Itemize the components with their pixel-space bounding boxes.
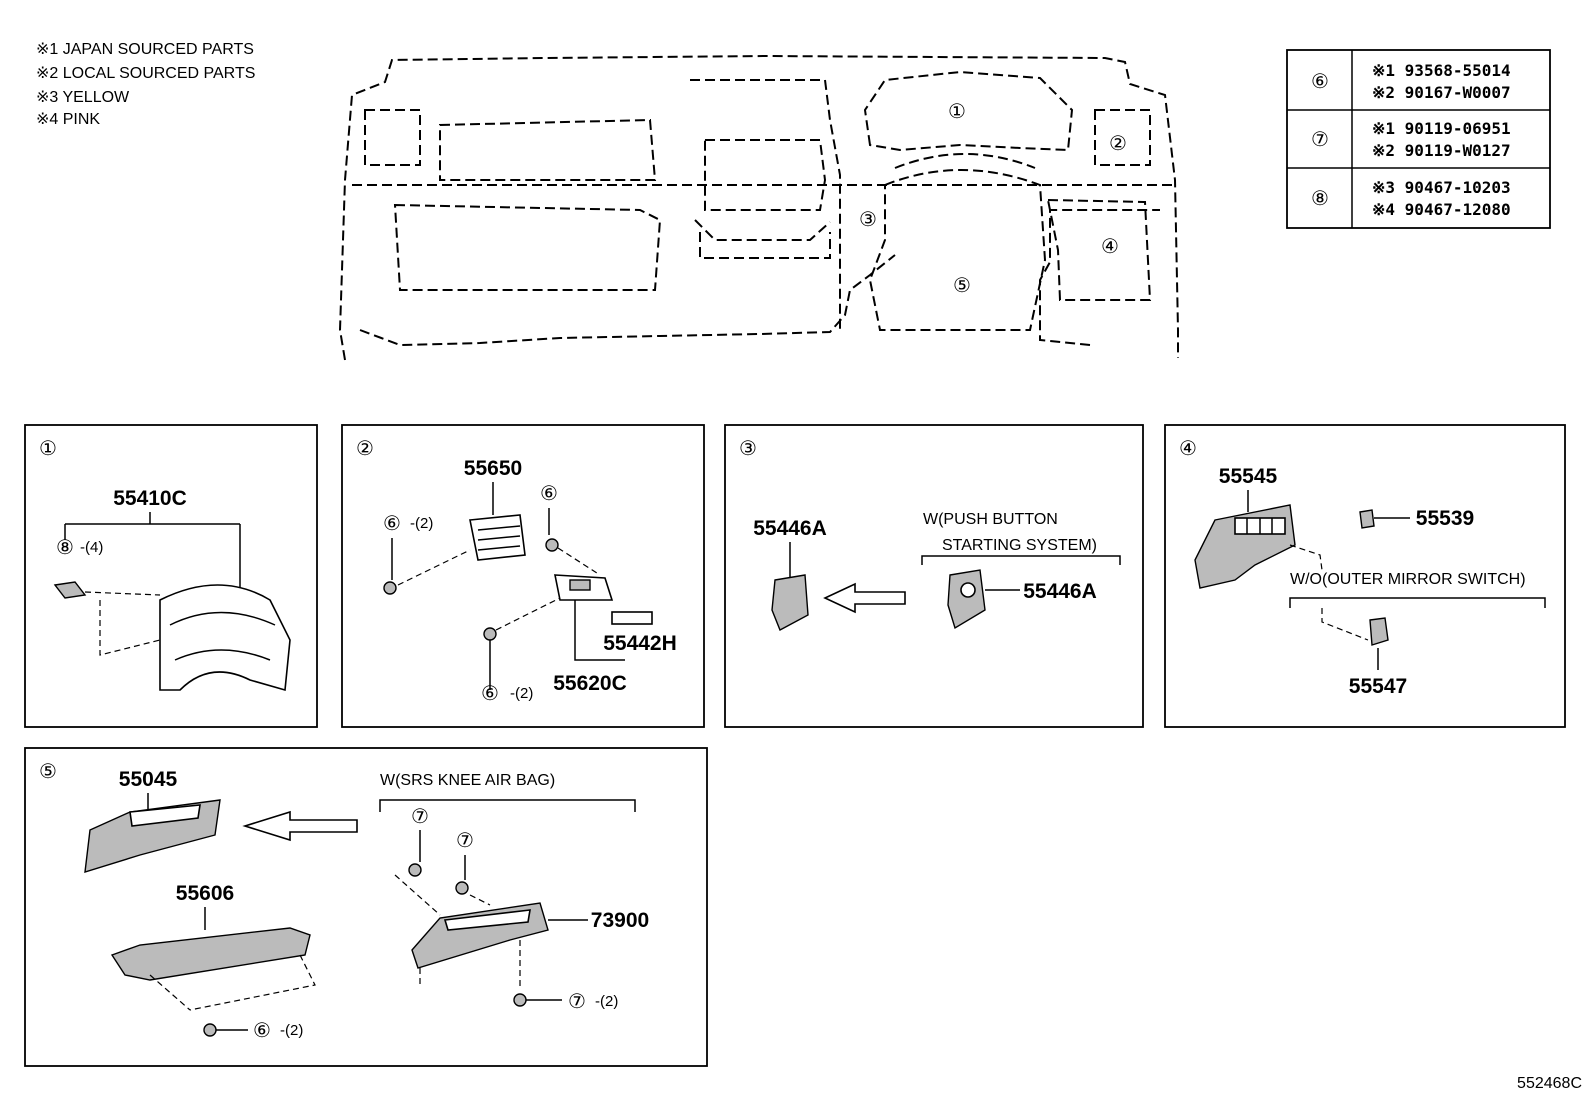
- dashboard-overview: ① ② ③ ④ ⑤: [338, 54, 1179, 361]
- table-row8-line2: ※4 90467-12080: [1372, 200, 1511, 219]
- part-55545: 55545: [1219, 465, 1278, 488]
- part-73900: 73900: [591, 909, 649, 932]
- callout-6-bottom-qty: -(2): [510, 685, 533, 702]
- figure-id: 552468C: [1517, 1075, 1582, 1092]
- callout-6-bottom-p5-qty: -(2): [280, 1022, 303, 1039]
- callout-6-bottom-p5: ⑥: [253, 1020, 271, 1042]
- part-55045: 55045: [119, 768, 178, 791]
- part-55650: 55650: [464, 457, 522, 480]
- callout-6-top-right: ⑥: [540, 483, 558, 505]
- table-row7-line2: ※2 90119-W0127: [1372, 141, 1511, 160]
- condition-push-button-2: STARTING SYSTEM): [942, 537, 1097, 554]
- table-key-6: ⑥: [1311, 71, 1329, 93]
- callout-7-c: ⑦: [568, 991, 586, 1013]
- panel-5-label: ⑤: [39, 761, 57, 783]
- table-key-7: ⑦: [1311, 129, 1329, 151]
- zone-5-label: ⑤: [953, 275, 971, 297]
- panel-1: ① 55410C ⑧ -(4): [24, 424, 318, 728]
- panel-1-label: ①: [39, 438, 57, 460]
- panel-4: ④ 55545 55539 W/O(OUTER MIRROR SWITCH) 5…: [1164, 424, 1566, 728]
- callout-7-a: ⑦: [411, 806, 429, 828]
- callout-7-b: ⑦: [456, 830, 474, 852]
- callout-8: ⑧: [56, 537, 74, 559]
- panel-2: ② 55650 ⑥ -(2) ⑥ 55442H 55620C ⑥ -(2): [341, 424, 705, 728]
- zone-2-label: ②: [1109, 133, 1127, 155]
- condition-knee-airbag: W(SRS KNEE AIR BAG): [380, 772, 555, 789]
- note-yellow: ※3 YELLOW: [36, 89, 130, 106]
- note-japan: ※1 JAPAN SOURCED PARTS: [36, 41, 254, 58]
- table-row7-line1: ※1 90119-06951: [1372, 119, 1511, 138]
- callout-8-qty: -(4): [80, 539, 103, 556]
- condition-push-button-1: W(PUSH BUTTON: [923, 511, 1058, 528]
- zone-3-label: ③: [859, 209, 877, 231]
- panel-4-label: ④: [1179, 438, 1197, 460]
- part-55410C: 55410C: [113, 487, 187, 510]
- callout-6-top-left-qty: -(2): [410, 515, 433, 532]
- part-55539: 55539: [1416, 507, 1474, 530]
- panel-2-label: ②: [356, 438, 374, 460]
- table-row6-line1: ※1 93568-55014: [1372, 61, 1511, 80]
- callout-7-c-qty: -(2): [595, 993, 618, 1010]
- zone-4-label: ④: [1101, 236, 1119, 258]
- callout-6-bottom: ⑥: [481, 683, 499, 705]
- callout-6-top-left: ⑥: [383, 513, 401, 535]
- legend-notes: ※1 JAPAN SOURCED PARTS ※2 LOCAL SOURCED …: [36, 41, 255, 128]
- reference-table: ⑥ ※1 93568-55014 ※2 90167-W0007 ⑦ ※1 901…: [1286, 49, 1551, 229]
- condition-outer-mirror: W/O(OUTER MIRROR SWITCH): [1290, 571, 1526, 588]
- note-local: ※2 LOCAL SOURCED PARTS: [36, 65, 255, 82]
- note-pink: ※4 PINK: [36, 111, 100, 128]
- part-55547: 55547: [1349, 675, 1407, 698]
- table-row6-line2: ※2 90167-W0007: [1372, 83, 1511, 102]
- panel-3: ③ 55446A W(PUSH BUTTON STARTING SYSTEM) …: [724, 424, 1144, 728]
- part-55620C: 55620C: [553, 672, 627, 695]
- table-key-8: ⑧: [1311, 188, 1329, 210]
- part-55442H: 55442H: [603, 632, 677, 655]
- part-55606: 55606: [176, 882, 234, 905]
- table-row8-line1: ※3 90467-10203: [1372, 178, 1511, 197]
- panel-3-label: ③: [739, 438, 757, 460]
- part-55446A-left: 55446A: [753, 517, 827, 540]
- part-55446A-right: 55446A: [1023, 580, 1097, 603]
- zone-1-label: ①: [948, 101, 966, 123]
- panel-5: ⑤ 55045 W(SRS KNEE AIR BAG) 55606 ⑥ -(2)…: [24, 747, 708, 1067]
